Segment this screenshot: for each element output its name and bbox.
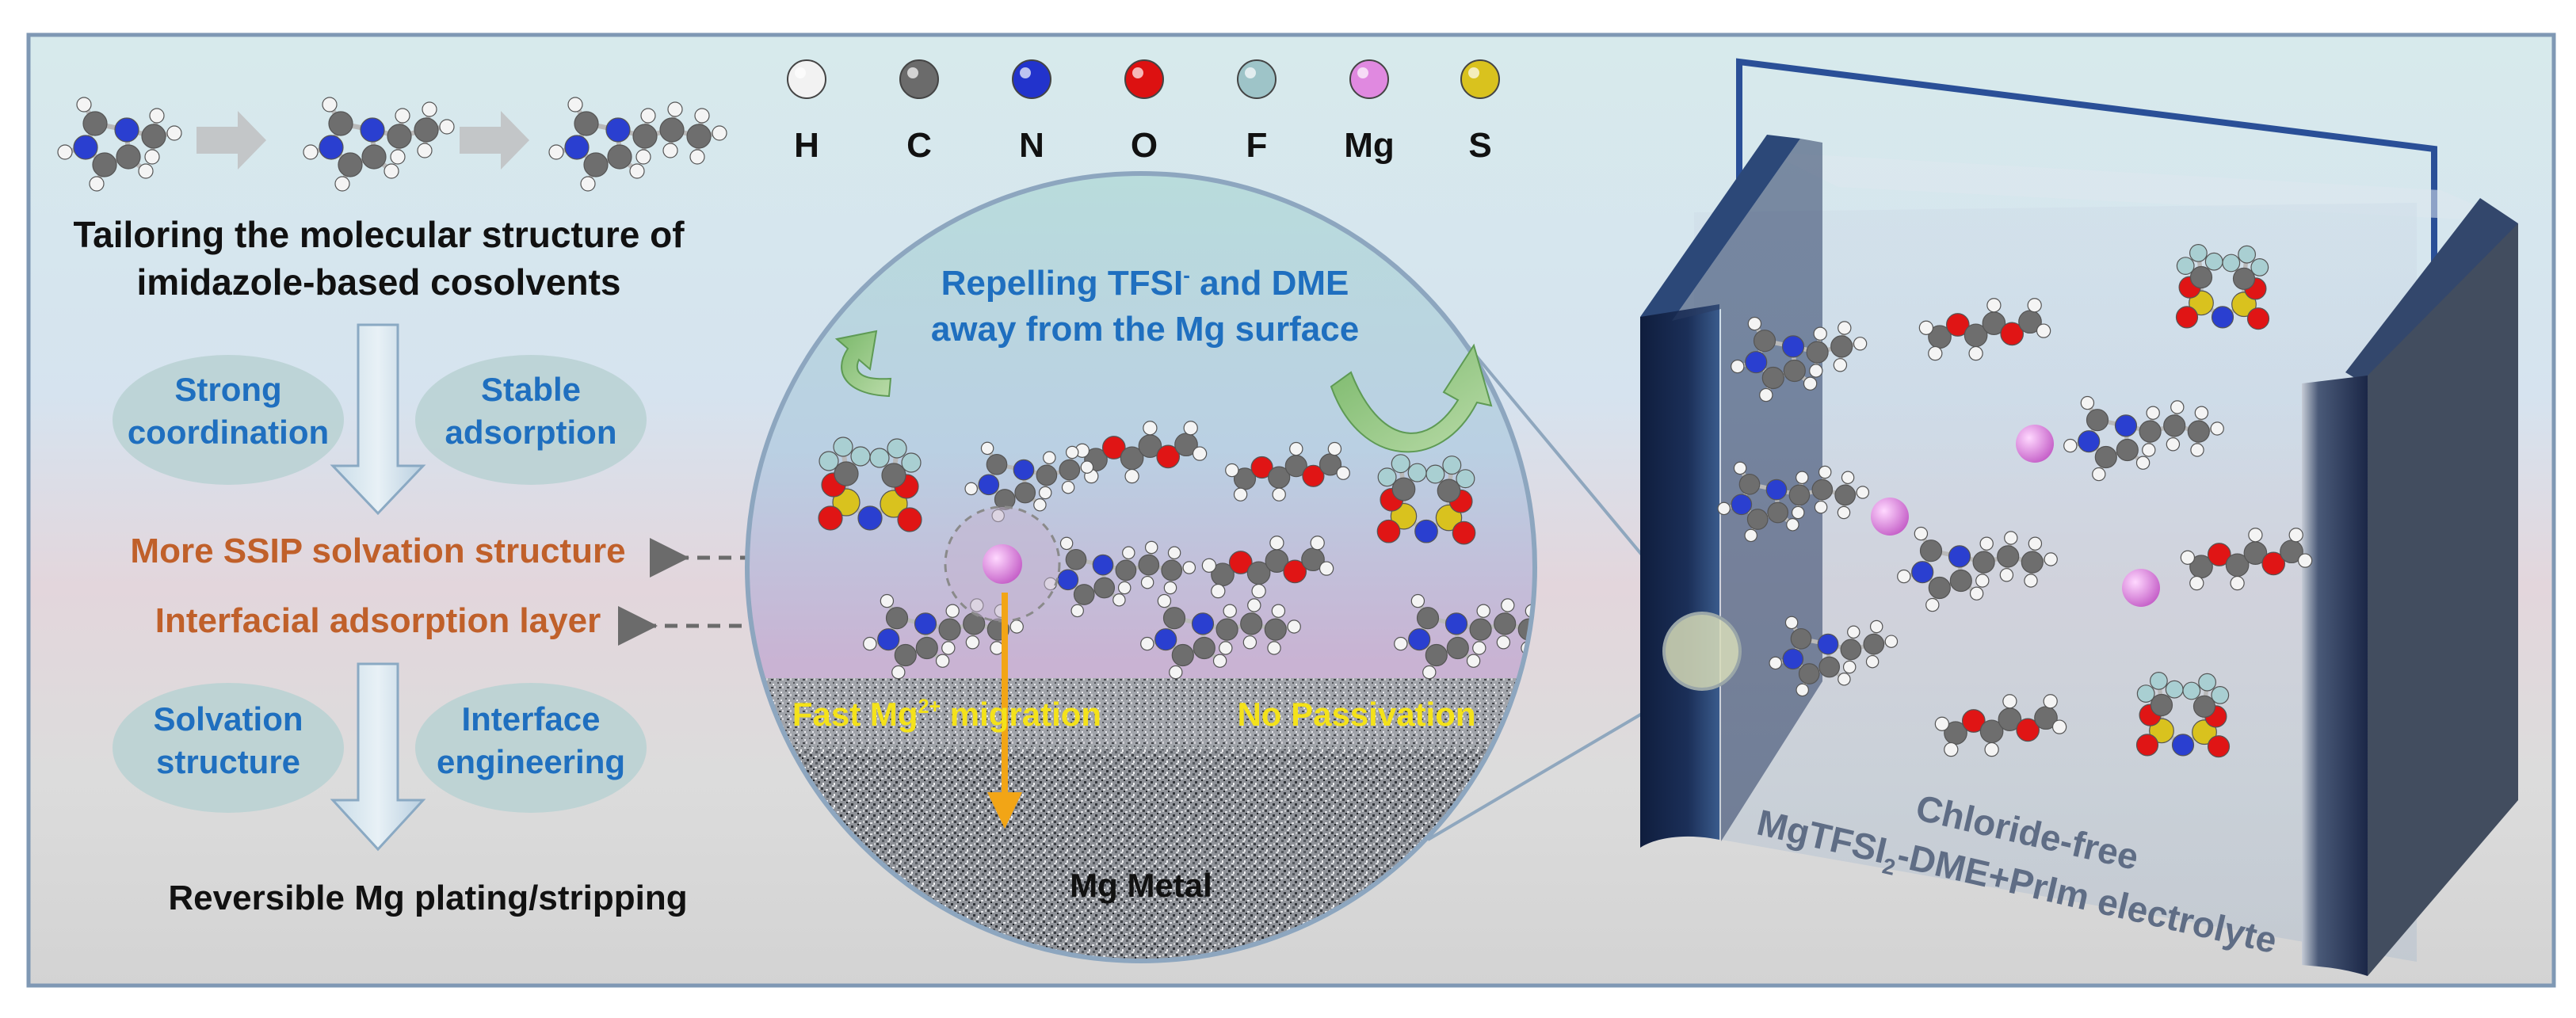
bubble-strong-coordination [113, 355, 344, 485]
dme-molecule [1934, 694, 2067, 757]
tfsi-anion [2135, 672, 2231, 758]
adsorption-layer [747, 678, 1535, 749]
mg-ion [2122, 569, 2160, 607]
bubble-solvation-label-1: Solvation [153, 700, 303, 738]
step-arrow-2 [460, 111, 529, 170]
circle-molecules [818, 421, 1535, 680]
imidazole-cosolvent [1044, 536, 1196, 618]
cell-molecules [1717, 244, 2313, 758]
left-title-line1: Tailoring the molecular structure of [73, 214, 685, 255]
bubble-interface-label-2: engineering [437, 743, 625, 780]
legend-label: Mg [1344, 126, 1395, 165]
zoom-spot [1662, 612, 1742, 691]
imidazole-ethyl [303, 97, 455, 192]
imidazole-cosolvent [964, 441, 1094, 523]
legend-item-f: F [1237, 59, 1277, 165]
tfsi-anion [2175, 244, 2270, 330]
imidazole-cosolvent [1731, 316, 1868, 402]
legend-label: H [794, 126, 819, 165]
bubble-interface-engineering [415, 683, 647, 813]
reversible-label: Reversible Mg plating/stripping [168, 879, 687, 917]
legend-item-o: O [1124, 59, 1164, 165]
imidazole-sequence [57, 97, 727, 192]
bubble-strong-label-2: coordination [128, 414, 329, 451]
down-arrow-1 [330, 323, 426, 516]
left-electrode [1640, 304, 1719, 848]
legend-label: O [1131, 126, 1158, 165]
bubble-stable-label-2: adsorption [445, 414, 617, 451]
legend-label: C [906, 126, 932, 165]
legend-item-mg: Mg [1344, 59, 1395, 165]
zoom-circle [745, 171, 1537, 963]
ssip-label: More SSIP solvation structure [130, 532, 625, 570]
imidazole-methyl [57, 97, 182, 192]
right-electrode-side [2368, 223, 2518, 976]
bubble-interface-label-1: Interface [461, 700, 600, 738]
dme-molecule [1225, 441, 1350, 501]
dme-molecule [1918, 298, 2051, 361]
mg-ion [983, 544, 1022, 584]
imidazole-cosolvent [1717, 461, 1870, 543]
legend-item-h: H [787, 59, 826, 165]
left-electrode-side [1640, 135, 1800, 321]
bubble-stable-adsorption [415, 355, 647, 485]
no-passivation-label: No Passivation [1237, 696, 1475, 733]
element-legend: H C N O F Mg S [787, 59, 1500, 165]
legend-label: N [1019, 126, 1044, 165]
imidazole-propyl [548, 97, 727, 192]
mg-ion [1871, 498, 1909, 536]
migration-arrow-head [987, 792, 1022, 829]
legend-label: F [1246, 126, 1268, 165]
electrochemical-cell: Chloride-free MgTFSI2-DME+PrIm electroly… [1640, 58, 2518, 976]
repelling-line2: away from the Mg surface [931, 310, 1359, 349]
mg-ion [2016, 425, 2054, 463]
imidazole-cosolvent [2063, 395, 2224, 482]
cell-glass-body [1694, 203, 2417, 962]
fast-migration-label: Fast Mg2+ migration [792, 696, 1101, 733]
green-curl-arrow-left [834, 330, 892, 398]
external-wire [1736, 58, 2437, 301]
dme-molecule [2180, 528, 2313, 591]
step-arrow-1 [197, 111, 266, 170]
bubble-stable-label-1: Stable [481, 371, 581, 408]
left-title-line2: imidazole-based cosolvents [137, 261, 621, 303]
down-arrow-2 [330, 662, 426, 852]
legend-item-s: S [1460, 59, 1500, 165]
legend-item-c: C [899, 59, 939, 165]
imidazole-cosolvent [1769, 616, 1899, 697]
legend-item-n: N [1012, 59, 1051, 165]
imidazole-cosolvent [1394, 593, 1535, 680]
right-electrode-top [2345, 198, 2518, 396]
right-electrode-front [2302, 376, 2368, 976]
repelling-line1: Repelling TFSI- and DME [941, 263, 1349, 303]
imidazole-cosolvent [1140, 593, 1301, 680]
bubble-solvation-structure [113, 683, 344, 813]
mg-metal-label: Mg Metal [1070, 867, 1212, 904]
tfsi-anion [818, 437, 922, 532]
tfsi-anion [1376, 454, 1476, 545]
green-curl-arrow-right [1330, 343, 1493, 453]
bubble-strong-label-1: Strong [174, 371, 281, 408]
interfacial-label: Interfacial adsorption layer [155, 601, 601, 640]
bubble-solvation-label-2: structure [156, 743, 300, 780]
imidazole-cosolvent [1897, 526, 2058, 612]
legend-label: S [1468, 126, 1491, 165]
dme-molecule [1201, 536, 1334, 599]
